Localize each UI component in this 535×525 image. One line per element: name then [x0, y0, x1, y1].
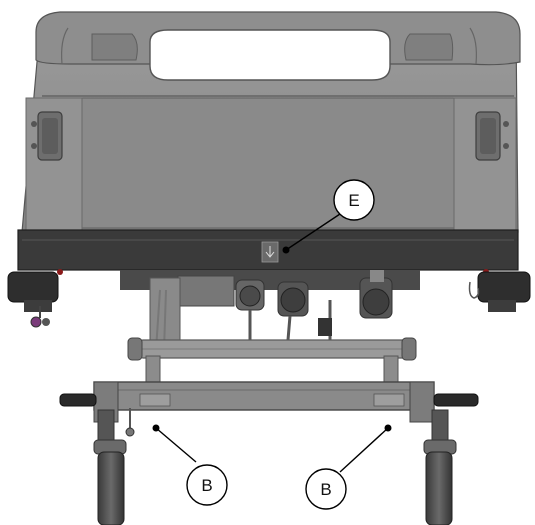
right-latch — [475, 111, 509, 161]
right-bumper — [477, 271, 531, 312]
callout-b-right-label: B — [320, 480, 331, 499]
callout-e-dot — [282, 246, 290, 254]
under-frame-mechanism — [120, 270, 420, 351]
bed-frame — [17, 229, 519, 275]
callout-b-left-leader — [155, 427, 197, 463]
callout-e-label: E — [348, 191, 359, 210]
left-pedal-handle — [59, 393, 97, 407]
left-latch — [31, 111, 63, 161]
handle-slot — [149, 29, 391, 81]
right-hook — [468, 281, 480, 299]
right-pedal-handle — [433, 393, 479, 407]
right-label-plate — [373, 393, 405, 407]
left-caster — [93, 409, 127, 525]
callout-e-circle — [333, 179, 375, 221]
right-caster — [423, 409, 457, 525]
callout-b-right-circle — [305, 468, 347, 510]
left-side-fitting — [30, 306, 50, 328]
lock-symbol-icon — [261, 241, 279, 263]
callout-b-right: B — [305, 424, 392, 510]
base-bar — [59, 381, 479, 437]
callout-b-right-dot — [384, 424, 392, 432]
callout-b-left: B — [152, 424, 228, 506]
callout-b-right-leader — [339, 427, 389, 473]
left-label-plate — [139, 393, 171, 407]
callout-b-left-label: B — [201, 476, 212, 495]
upper-crossbar — [127, 337, 417, 361]
callout-e: E — [282, 179, 375, 254]
left-red-accent — [57, 269, 63, 275]
callout-b-left-circle — [186, 464, 228, 506]
headboard — [21, 11, 521, 233]
left-bumper — [7, 271, 59, 312]
callout-e-leader — [285, 213, 341, 251]
callout-b-left-dot — [152, 424, 160, 432]
